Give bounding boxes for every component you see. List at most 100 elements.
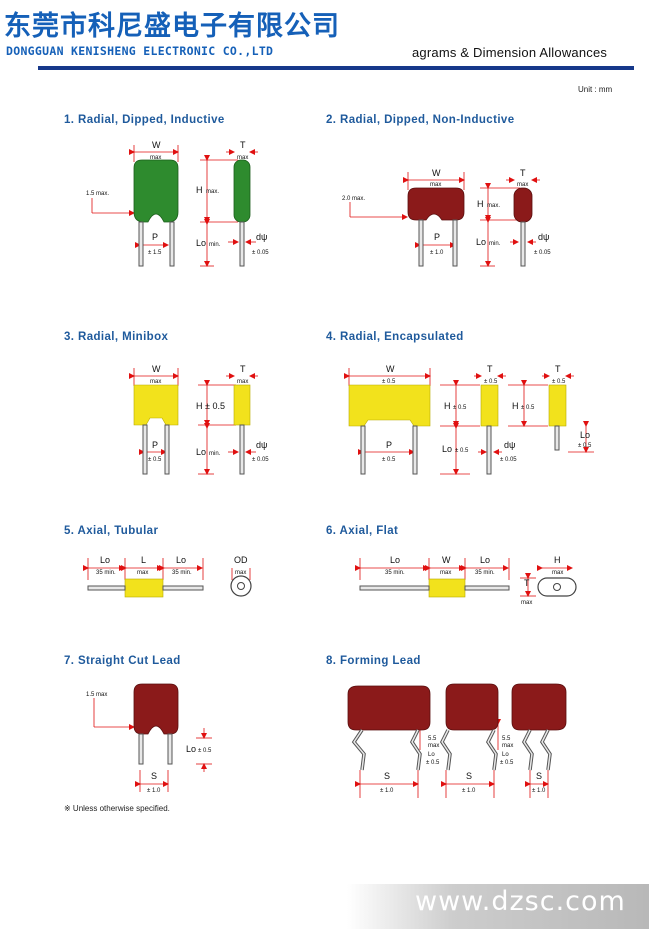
svg-text:max.: max. bbox=[487, 203, 500, 209]
svg-text:S: S bbox=[466, 771, 472, 781]
label-lo: Lo bbox=[196, 238, 206, 248]
svg-text:S: S bbox=[151, 771, 157, 781]
section-title-8: 8. Forming Lead bbox=[326, 655, 421, 667]
svg-text:± 0.5: ± 0.5 bbox=[453, 405, 467, 411]
svg-text:max: max bbox=[440, 570, 451, 576]
svg-text:L: L bbox=[141, 555, 146, 565]
forming-leads bbox=[351, 729, 552, 771]
svg-text:± 0.5: ± 0.5 bbox=[455, 448, 469, 454]
svg-text:max.: max. bbox=[206, 189, 219, 195]
svg-text:min.: min. bbox=[209, 242, 221, 248]
label-dpsi: dψ bbox=[256, 232, 267, 242]
svg-text:35 min.: 35 min. bbox=[96, 570, 116, 576]
svg-text:± 0.5: ± 0.5 bbox=[382, 457, 396, 463]
svg-text:± 1.5: ± 1.5 bbox=[148, 250, 162, 256]
svg-text:± 0.5: ± 0.5 bbox=[521, 405, 535, 411]
svg-text:max: max bbox=[430, 182, 441, 188]
svg-text:P: P bbox=[434, 232, 440, 242]
dimension-labels: W max T max H max. Lo min. P ± 1.5 dψ ± … bbox=[86, 140, 592, 794]
svg-text:max: max bbox=[428, 743, 439, 749]
svg-text:max: max bbox=[517, 182, 528, 188]
svg-text:± 1.0: ± 1.0 bbox=[380, 788, 394, 794]
svg-text:P: P bbox=[386, 440, 392, 450]
svg-text:± 1.0: ± 1.0 bbox=[147, 788, 161, 794]
svg-text:35 min.: 35 min. bbox=[172, 570, 192, 576]
label-h: H bbox=[196, 185, 203, 195]
svg-text:W: W bbox=[442, 555, 451, 565]
svg-text:± 0.5: ± 0.5 bbox=[198, 748, 212, 754]
svg-text:Lo: Lo bbox=[186, 744, 196, 754]
section-title-6: 6. Axial, Flat bbox=[326, 525, 399, 537]
svg-text:Lo: Lo bbox=[480, 555, 490, 565]
svg-text:Lo: Lo bbox=[428, 752, 435, 758]
svg-text:W: W bbox=[432, 168, 441, 178]
svg-text:± 0.5: ± 0.5 bbox=[382, 379, 396, 385]
svg-text:± 0.5: ± 0.5 bbox=[552, 379, 566, 385]
svg-text:H: H bbox=[477, 199, 484, 209]
component-leads bbox=[87, 219, 560, 765]
svg-text:± 1.0: ± 1.0 bbox=[462, 788, 476, 794]
svg-text:T: T bbox=[555, 364, 561, 374]
watermark-band bbox=[347, 884, 649, 929]
svg-text:± 0.5: ± 0.5 bbox=[578, 443, 592, 449]
section-title-1: 1. Radial, Dipped, Inductive bbox=[64, 114, 225, 126]
svg-text:max: max bbox=[521, 600, 532, 606]
svg-text:H: H bbox=[554, 555, 561, 565]
svg-text:Lo: Lo bbox=[476, 237, 486, 247]
component-bodies bbox=[124, 159, 567, 735]
svg-text:Lo: Lo bbox=[390, 555, 400, 565]
svg-text:min.: min. bbox=[209, 451, 221, 457]
svg-text:± 0.5: ± 0.5 bbox=[500, 760, 514, 766]
svg-text:max: max bbox=[137, 570, 148, 576]
svg-text:OD: OD bbox=[234, 555, 248, 565]
label-t: T bbox=[240, 140, 246, 150]
svg-text:Lo: Lo bbox=[196, 447, 206, 457]
svg-text:max: max bbox=[552, 570, 563, 576]
svg-text:± 0.05: ± 0.05 bbox=[534, 250, 551, 256]
svg-text:H ± 0.5: H ± 0.5 bbox=[196, 401, 225, 411]
svg-text:T: T bbox=[524, 578, 530, 588]
svg-text:T: T bbox=[520, 168, 526, 178]
svg-text:± 0.05: ± 0.05 bbox=[252, 457, 269, 463]
svg-text:Lo: Lo bbox=[176, 555, 186, 565]
svg-text:Lo: Lo bbox=[442, 444, 452, 454]
svg-text:max: max bbox=[237, 379, 248, 385]
svg-text:max: max bbox=[150, 379, 161, 385]
svg-text:± 0.5: ± 0.5 bbox=[426, 760, 440, 766]
svg-text:± 0.5: ± 0.5 bbox=[484, 379, 498, 385]
svg-text:max: max bbox=[502, 743, 513, 749]
svg-text:35 min.: 35 min. bbox=[475, 570, 495, 576]
svg-text:H: H bbox=[512, 401, 519, 411]
svg-text:max: max bbox=[235, 570, 246, 576]
footnote: ※ Unless otherwise specified. bbox=[64, 804, 170, 813]
section-title-3: 3. Radial, Minibox bbox=[64, 331, 169, 343]
svg-text:1.5 max: 1.5 max bbox=[86, 692, 107, 698]
svg-text:5.5: 5.5 bbox=[502, 736, 511, 742]
svg-text:Lo: Lo bbox=[502, 752, 509, 758]
svg-text:max: max bbox=[150, 155, 161, 161]
svg-text:Lo: Lo bbox=[580, 430, 590, 440]
company-name-cn: 东莞市科尼盛电子有限公司 bbox=[4, 11, 340, 42]
svg-text:dψ: dψ bbox=[538, 232, 549, 242]
svg-text:± 0.05: ± 0.05 bbox=[500, 457, 517, 463]
svg-text:T: T bbox=[240, 364, 246, 374]
svg-text:T: T bbox=[487, 364, 493, 374]
svg-text:± 1.0: ± 1.0 bbox=[430, 250, 444, 256]
section-title-5: 5. Axial, Tubular bbox=[64, 525, 159, 537]
section-title-4: 4. Radial, Encapsulated bbox=[326, 331, 464, 343]
svg-text:W: W bbox=[152, 364, 161, 374]
svg-text:P: P bbox=[152, 440, 158, 450]
unit-label: Unit : mm bbox=[578, 85, 613, 94]
page-subtitle: agrams & Dimension Allowances bbox=[412, 45, 608, 60]
svg-text:dψ: dψ bbox=[504, 440, 515, 450]
svg-text:S: S bbox=[384, 771, 390, 781]
svg-text:± 0.05: ± 0.05 bbox=[252, 250, 269, 256]
svg-text:min.: min. bbox=[489, 241, 501, 247]
dimension-lines bbox=[83, 145, 594, 798]
svg-text:35 min.: 35 min. bbox=[385, 570, 405, 576]
svg-text:W: W bbox=[386, 364, 395, 374]
svg-text:Lo: Lo bbox=[100, 555, 110, 565]
svg-text:± 1.0: ± 1.0 bbox=[532, 788, 546, 794]
svg-text:± 0.5: ± 0.5 bbox=[148, 457, 162, 463]
